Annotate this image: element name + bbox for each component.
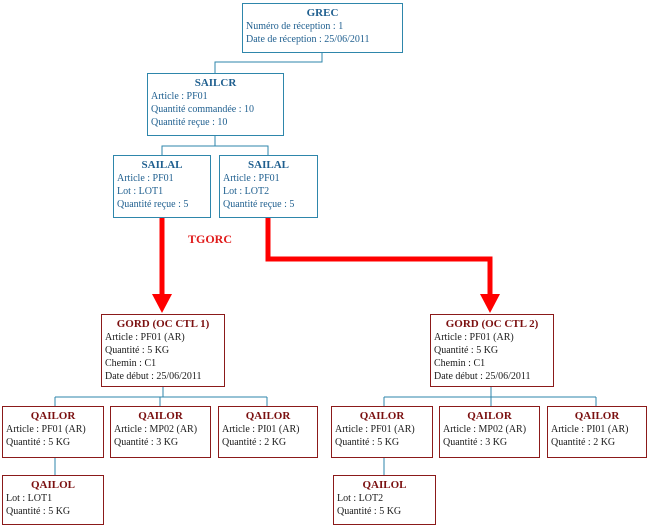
node-gord-1-line-3: Chemin : C1 [105, 358, 157, 369]
node-gord-2-line-3: Chemin : C1 [434, 358, 486, 369]
node-qailor-5-line-2: Quantité : 3 KG [443, 437, 508, 448]
node-gord-2-line-2: Quantité : 5 KG [434, 345, 499, 356]
connector-sailcr-sailal2 [215, 145, 269, 155]
node-qailor-4-line-2: Quantité : 5 KG [335, 437, 400, 448]
node-qailol-1-line-1: Lot : LOT1 [6, 493, 53, 504]
node-grec[interactable]: GREC Numéro de réception : 1 Date de réc… [242, 3, 403, 53]
arrow-sailal2-gord2 [265, 218, 493, 296]
node-qailor-2-line-2: Quantité : 3 KG [114, 437, 179, 448]
blue-connectors [161, 52, 323, 155]
node-sailal-1-line-1: Article : PF01 [117, 173, 174, 184]
node-grec-line-2: Date de réception : 25/06/2011 [246, 34, 370, 45]
node-qailol-2-line-2: Quantité : 5 KG [337, 506, 402, 517]
node-qailor-1-line-1: Article : PF01 (AR) [6, 424, 86, 435]
tgorc-label: TGORC [188, 232, 233, 246]
node-qailor-2-title: QAILOR [138, 410, 183, 422]
node-gord-2-title: GORD (OC CTL 2) [445, 318, 539, 330]
connector-sailcr-sailal1 [161, 136, 216, 155]
node-qailor-2[interactable]: QAILOR Article : MP02 (AR) Quantité : 3 … [110, 406, 211, 458]
node-qailor-5-title: QAILOR [467, 410, 512, 422]
node-qailor-3-line-2: Quantité : 2 KG [222, 437, 287, 448]
node-sailal-1[interactable]: SAILAL Article : PF01 Lot : LOT1 Quantit… [113, 155, 211, 218]
node-grec-title: GREC [306, 7, 339, 19]
node-qailor-5[interactable]: QAILOR Article : MP02 (AR) Quantité : 3 … [439, 406, 540, 458]
node-sailal-2-line-1: Article : PF01 [223, 173, 280, 184]
node-qailor-6-line-1: Article : PI01 (AR) [551, 424, 629, 435]
node-qailor-5-line-1: Article : MP02 (AR) [443, 424, 527, 435]
node-qailor-3-line-1: Article : PI01 (AR) [222, 424, 300, 435]
node-qailor-6-title: QAILOR [574, 410, 620, 422]
node-sailcr-title: SAILCR [194, 77, 237, 89]
node-sailal-1-line-3: Quantité reçue : 5 [117, 199, 189, 210]
node-gord-2[interactable]: GORD (OC CTL 2) Article : PF01 (AR) Quan… [430, 314, 554, 387]
node-qailol-1-line-2: Quantité : 5 KG [6, 506, 71, 517]
node-sailcr[interactable]: SAILCR Article : PF01 Quantité commandée… [147, 73, 284, 136]
connector-grec-sailcr [214, 52, 323, 73]
node-qailor-3-title: QAILOR [245, 410, 291, 422]
node-gord-1-line-1: Article : PF01 (AR) [105, 332, 185, 343]
arrowhead-gord1 [152, 294, 172, 313]
arrowhead-gord2 [480, 294, 500, 313]
right-tree-connectors [383, 386, 597, 475]
node-sailal-2-line-2: Lot : LOT2 [223, 186, 270, 197]
node-sailal-1-line-2: Lot : LOT1 [117, 186, 164, 197]
node-sailal-2[interactable]: SAILAL Article : PF01 Lot : LOT2 Quantit… [219, 155, 318, 218]
node-sailal-2-title: SAILAL [248, 159, 289, 171]
left-tree-connectors [54, 386, 268, 475]
node-gord-1[interactable]: GORD (OC CTL 1) Article : PF01 (AR) Quan… [101, 314, 225, 387]
node-gord-1-line-4: Date début : 25/06/2011 [105, 371, 202, 382]
node-qailor-1-title: QAILOR [30, 410, 76, 422]
node-qailor-4[interactable]: QAILOR Article : PF01 (AR) Quantité : 5 … [331, 406, 433, 458]
node-qailor-1-line-2: Quantité : 5 KG [6, 437, 71, 448]
node-grec-line-1: Numéro de réception : 1 [246, 21, 344, 32]
node-qailol-2[interactable]: QAILOL Lot : LOT2 Quantité : 5 KG [333, 475, 436, 525]
node-qailor-6[interactable]: QAILOR Article : PI01 (AR) Quantité : 2 … [547, 406, 647, 458]
node-gord-1-title: GORD (OC CTL 1) [116, 318, 210, 330]
node-gord-2-line-1: Article : PF01 (AR) [434, 332, 514, 343]
node-gord-1-line-2: Quantité : 5 KG [105, 345, 170, 356]
node-sailcr-line-3: Quantité reçue : 10 [151, 117, 228, 128]
node-qailol-2-line-1: Lot : LOT2 [337, 493, 384, 504]
node-qailol-1[interactable]: QAILOL Lot : LOT1 Quantité : 5 KG [2, 475, 104, 525]
node-sailcr-line-1: Article : PF01 [151, 91, 208, 102]
node-sailcr-line-2: Quantité commandée : 10 [151, 104, 255, 115]
node-qailol-2-title: QAILOL [362, 479, 407, 491]
node-qailor-3[interactable]: QAILOR Article : PI01 (AR) Quantité : 2 … [218, 406, 318, 458]
node-qailol-1-title: QAILOL [30, 479, 75, 491]
node-qailor-4-line-1: Article : PF01 (AR) [335, 424, 415, 435]
node-qailor-6-line-2: Quantité : 2 KG [551, 437, 616, 448]
node-sailal-1-title: SAILAL [141, 159, 183, 171]
node-qailor-2-line-1: Article : MP02 (AR) [114, 424, 198, 435]
node-sailal-2-line-3: Quantité reçue : 5 [223, 199, 295, 210]
node-gord-2-line-4: Date début : 25/06/2011 [434, 371, 531, 382]
red-arrows [159, 218, 493, 296]
node-qailor-1[interactable]: QAILOR Article : PF01 (AR) Quantité : 5 … [2, 406, 104, 458]
node-qailor-4-title: QAILOR [359, 410, 405, 422]
